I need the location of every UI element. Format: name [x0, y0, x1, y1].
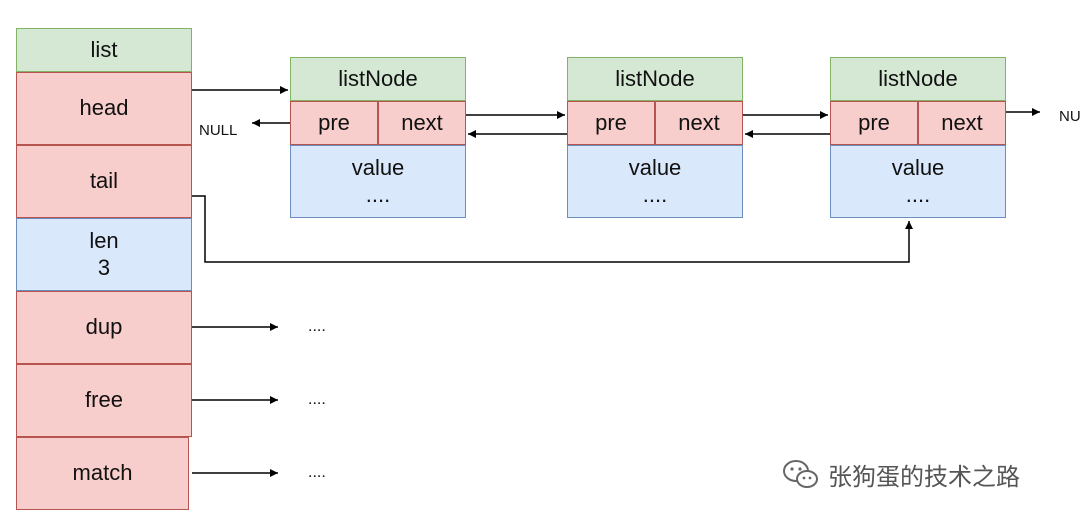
node-3-next: next	[918, 101, 1006, 145]
node-2-value-label: value	[628, 155, 682, 181]
null-left-label: NULL	[199, 122, 238, 139]
node-1-value-label: value	[351, 155, 405, 181]
field-dup: dup	[16, 291, 192, 364]
node-1-pre: pre	[290, 101, 378, 145]
tail-pointer-arrow	[192, 195, 913, 263]
match-target-dots: ....	[308, 464, 326, 481]
field-tail: tail	[16, 145, 192, 218]
node-2-value-more: ....	[642, 181, 668, 207]
field-match: match	[16, 437, 189, 510]
node-3-pre: pre	[830, 101, 918, 145]
watermark-text: 张狗蛋的技术之路	[828, 462, 1020, 491]
dup-target-dots: ....	[308, 318, 326, 335]
node-2-title: listNode	[567, 57, 743, 101]
node-2-next: next	[655, 101, 743, 145]
node-2-value: value ....	[567, 145, 743, 218]
field-len-value: 3	[97, 254, 111, 280]
node-1-value-more: ....	[365, 181, 391, 207]
node-1-value: value ....	[290, 145, 466, 218]
field-head: head	[16, 72, 192, 145]
node-3-title: listNode	[830, 57, 1006, 101]
field-len: len 3	[16, 218, 192, 291]
node-2-pre: pre	[567, 101, 655, 145]
null-right-label: NU	[1059, 108, 1080, 125]
watermark: 张狗蛋的技术之路	[782, 456, 1020, 492]
field-len-label: len	[89, 228, 119, 254]
field-free: free	[16, 364, 192, 437]
free-target-dots: ....	[308, 391, 326, 408]
node-1-title: listNode	[290, 57, 466, 101]
list-title: list	[16, 28, 192, 72]
wechat-icon	[783, 460, 818, 488]
node-3-value-label: value	[891, 155, 945, 181]
node-3-value: value ....	[830, 145, 1006, 218]
node-3-value-more: ....	[905, 181, 931, 207]
node-1-next: next	[378, 101, 466, 145]
